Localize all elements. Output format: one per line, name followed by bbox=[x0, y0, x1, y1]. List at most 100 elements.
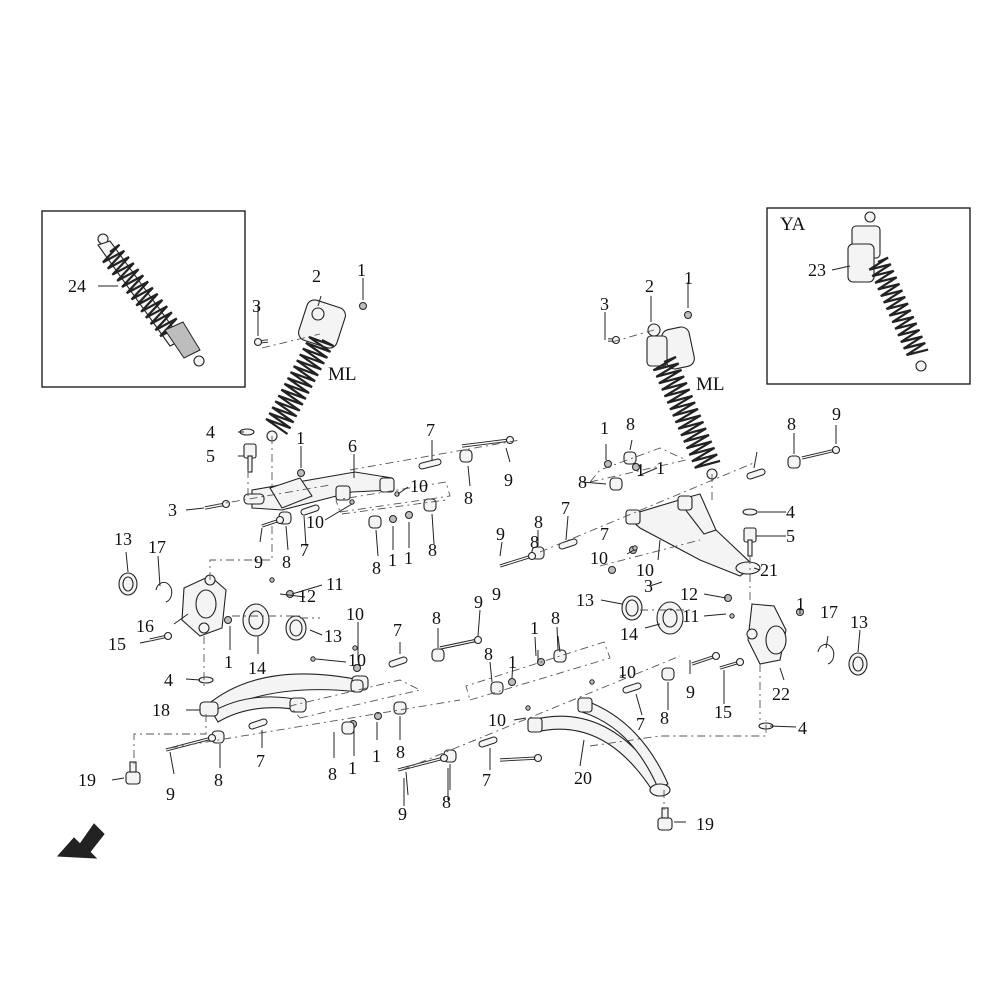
part-label-l8l: 8 bbox=[534, 512, 543, 532]
front-direction-arrow-icon bbox=[56, 823, 105, 859]
part-label-l19a: 19 bbox=[78, 770, 96, 790]
bolt-9 bbox=[204, 499, 231, 510]
part-label-l4a: 4 bbox=[206, 422, 215, 442]
part-label-l8g: 8 bbox=[328, 764, 337, 784]
part-label-l8i: 8 bbox=[551, 608, 560, 628]
sleeve-7 bbox=[746, 468, 766, 480]
part-label-l8f: 8 bbox=[214, 770, 223, 790]
part-label-l8e: 8 bbox=[432, 608, 441, 628]
oil-seal-13-left bbox=[118, 572, 138, 596]
pin-10 bbox=[349, 499, 355, 505]
sleeve-7 bbox=[300, 504, 320, 516]
bearing-14-left bbox=[242, 603, 270, 637]
part-label-l12b: 12 bbox=[680, 584, 698, 604]
part-label-l5b: 5 bbox=[786, 526, 795, 546]
snap-ring-4-c bbox=[198, 676, 214, 684]
part-label-l10c: 10 bbox=[346, 604, 364, 624]
part-label-l7c: 7 bbox=[393, 620, 402, 640]
part-label-l17b: 17 bbox=[820, 602, 838, 622]
inset-box-24 bbox=[41, 210, 246, 388]
bush-8 bbox=[350, 679, 364, 693]
nut-1 bbox=[389, 515, 397, 523]
part-label-l9i: 9 bbox=[398, 804, 407, 824]
inset-box-ya bbox=[766, 207, 971, 385]
part-label-l15b: 15 bbox=[714, 702, 732, 722]
oil-seal-13-left-b bbox=[285, 615, 307, 641]
part-label-l13a: 13 bbox=[114, 529, 132, 549]
part-label-l1l: 1 bbox=[796, 594, 805, 614]
bush-8 bbox=[490, 681, 504, 695]
bolt-9 bbox=[253, 337, 269, 347]
nut-1 bbox=[374, 712, 382, 720]
upper-control-arm-21 bbox=[624, 493, 761, 577]
snap-ring-4-b bbox=[742, 508, 758, 516]
bolt-9 bbox=[461, 435, 515, 448]
pin-10 bbox=[269, 577, 275, 583]
part-label-l1f: 1 bbox=[224, 652, 233, 672]
bush-8 bbox=[423, 498, 437, 512]
part-label-l4b: 4 bbox=[164, 670, 173, 690]
nut-1 bbox=[224, 616, 232, 624]
part-label-l13d: 13 bbox=[850, 612, 868, 632]
part-label-l2a: 2 bbox=[312, 266, 321, 286]
part-label-l9f: 9 bbox=[496, 524, 505, 544]
variant-label-ya: YA bbox=[780, 214, 806, 235]
part-label-l11a: 11 bbox=[326, 574, 343, 594]
part-label-l1c: 1 bbox=[296, 428, 305, 448]
part-label-l9b: 9 bbox=[254, 552, 263, 572]
lower-control-arm-18 bbox=[199, 673, 369, 723]
nut-1 bbox=[297, 469, 305, 477]
part-label-l12a: 12 bbox=[298, 586, 316, 606]
lower-control-arm-20 bbox=[527, 697, 671, 797]
pin-10 bbox=[589, 679, 595, 685]
part-label-l1g: 1 bbox=[372, 746, 381, 766]
part-label-l8j: 8 bbox=[530, 532, 539, 552]
part-label-l7g: 7 bbox=[636, 714, 645, 734]
part-label-l4d: 4 bbox=[798, 718, 807, 738]
part-label-l10g: 10 bbox=[618, 662, 636, 682]
nut-1 bbox=[353, 664, 361, 672]
part-label-l16: 16 bbox=[136, 616, 154, 636]
part-label-l8k: 8 bbox=[484, 644, 493, 664]
leader-lines bbox=[98, 265, 861, 823]
bolt-9 bbox=[801, 445, 841, 460]
sleeve-7 bbox=[388, 656, 408, 668]
part-label-l19b: 19 bbox=[696, 814, 714, 834]
bush-8 bbox=[609, 477, 623, 491]
part-label-l10h: 10 bbox=[488, 710, 506, 730]
part-label-l9c: 9 bbox=[474, 592, 483, 612]
pin-10 bbox=[352, 645, 358, 651]
oil-seal-13-right bbox=[621, 595, 643, 621]
part-label-l20: 20 bbox=[574, 768, 592, 788]
circlip-17-left bbox=[155, 581, 173, 603]
part-label-l5a: 5 bbox=[206, 446, 215, 466]
part-label-l1k: 1 bbox=[636, 460, 645, 480]
part-label-l7e: 7 bbox=[600, 524, 609, 544]
part-label-l8o: 8 bbox=[578, 472, 587, 492]
nut-1 bbox=[405, 511, 413, 519]
part-label-l6: 6 bbox=[348, 436, 357, 456]
part-label-l8b: 8 bbox=[282, 552, 291, 572]
bolt-9 bbox=[261, 515, 285, 528]
bolt-9 bbox=[149, 631, 173, 642]
nut-1 bbox=[608, 566, 616, 574]
shock-absorber-24 bbox=[97, 233, 205, 367]
circlip-17-right bbox=[817, 643, 835, 665]
upper-control-arm-6 bbox=[243, 471, 395, 511]
bolt-9 bbox=[499, 551, 537, 568]
bush-8 bbox=[787, 455, 801, 469]
bush-8 bbox=[459, 449, 473, 463]
bolt-9 bbox=[499, 753, 543, 763]
part-label-l1i: 1 bbox=[530, 618, 539, 638]
nut-1 bbox=[359, 302, 367, 310]
part-label-l1j: 1 bbox=[508, 652, 517, 672]
part-label-l1b: 1 bbox=[684, 268, 693, 288]
sleeve-7 bbox=[622, 682, 642, 694]
part-label-l1h: 1 bbox=[348, 758, 357, 778]
part-label-l1m: 1 bbox=[600, 418, 609, 438]
nut-1 bbox=[508, 678, 516, 686]
pin-10 bbox=[729, 613, 735, 619]
part-label-l10d: 10 bbox=[348, 650, 366, 670]
assembly-center-lines bbox=[133, 329, 767, 810]
